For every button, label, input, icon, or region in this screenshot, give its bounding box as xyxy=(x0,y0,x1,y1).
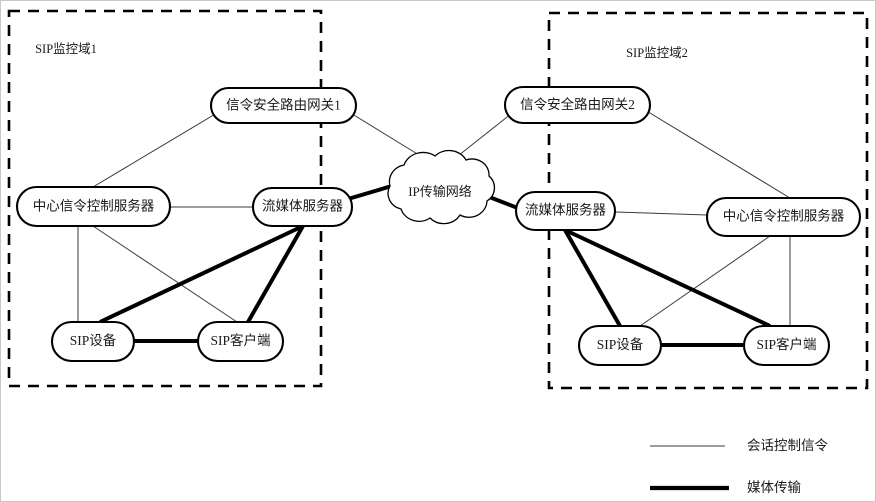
domain-label-1: SIP监控域1 xyxy=(35,42,97,56)
node-sip-client-2[interactable]: SIP客户端 xyxy=(742,324,831,367)
node-label-central-signal-control-server-2: 中心信令控制服务器 xyxy=(723,209,845,224)
link-ms1-dev1 xyxy=(99,224,304,324)
link-ms2-dev2 xyxy=(563,229,622,327)
links-layer xyxy=(77,109,791,347)
legend-item-media-transport: 媒体传输 xyxy=(650,480,801,495)
legend-label-session-control-signal: 会话控制信令 xyxy=(747,438,828,453)
node-sip-device-1[interactable]: SIP设备 xyxy=(50,320,136,363)
link-ccs1-gw1 xyxy=(92,109,223,188)
link-ms2-ccs2 xyxy=(614,211,708,216)
node-label-media-server-2: 流媒体服务器 xyxy=(525,203,606,218)
link-ccs1-cli1 xyxy=(92,225,238,323)
node-shape xyxy=(50,320,136,363)
node-shape xyxy=(209,86,358,125)
node-shape xyxy=(742,324,831,367)
node-shape xyxy=(196,320,285,363)
link-ccs2-dev2 xyxy=(639,235,771,327)
node-central-signal-control-server-2[interactable]: 中心信令控制服务器 xyxy=(705,196,862,238)
cloud-shape xyxy=(387,149,496,225)
node-label-signal-security-gateway-2: 信令安全路由网关2 xyxy=(520,96,635,112)
legend: 会话控制信令 媒体传输 xyxy=(650,438,828,495)
legend-label-media-transport: 媒体传输 xyxy=(747,480,801,495)
node-media-server-2[interactable]: 流媒体服务器 xyxy=(514,190,617,232)
node-label-sip-device-2: SIP设备 xyxy=(597,336,644,352)
link-ms1-cli1 xyxy=(246,225,305,323)
node-shape xyxy=(15,185,172,228)
node-sip-device-2[interactable]: SIP设备 xyxy=(577,324,663,367)
node-signal-security-gateway-2[interactable]: 信令安全路由网关2 xyxy=(503,85,652,125)
node-shape xyxy=(705,196,862,238)
node-shape xyxy=(577,324,663,367)
node-label-central-signal-control-server-1: 中心信令控制服务器 xyxy=(33,199,155,214)
node-label-sip-client-2: SIP客户端 xyxy=(756,336,816,352)
node-label-media-server-1: 流媒体服务器 xyxy=(262,199,343,214)
node-label-signal-security-gateway-1: 信令安全路由网关1 xyxy=(226,97,341,113)
node-shape xyxy=(514,190,617,232)
node-media-server-1[interactable]: 流媒体服务器 xyxy=(251,186,354,228)
link-gw2-ccs2 xyxy=(644,109,791,199)
node-signal-security-gateway-1[interactable]: 信令安全路由网关1 xyxy=(209,86,358,125)
node-ip-transport-network[interactable]: IP传输网络 xyxy=(387,149,496,225)
link-ms2-cli2 xyxy=(564,228,771,328)
node-label-sip-device-1: SIP设备 xyxy=(70,332,117,348)
node-sip-client-1[interactable]: SIP客户端 xyxy=(196,320,285,363)
node-shape xyxy=(251,186,354,228)
node-label-sip-client-1: SIP客户端 xyxy=(210,332,270,348)
domain-label-2: SIP监控域2 xyxy=(626,46,688,60)
node-central-signal-control-server-1[interactable]: 中心信令控制服务器 xyxy=(15,185,172,228)
node-label-ip-transport-network: IP传输网络 xyxy=(408,184,472,199)
legend-item-session-control-signal: 会话控制信令 xyxy=(650,438,828,453)
node-shape xyxy=(503,85,652,125)
